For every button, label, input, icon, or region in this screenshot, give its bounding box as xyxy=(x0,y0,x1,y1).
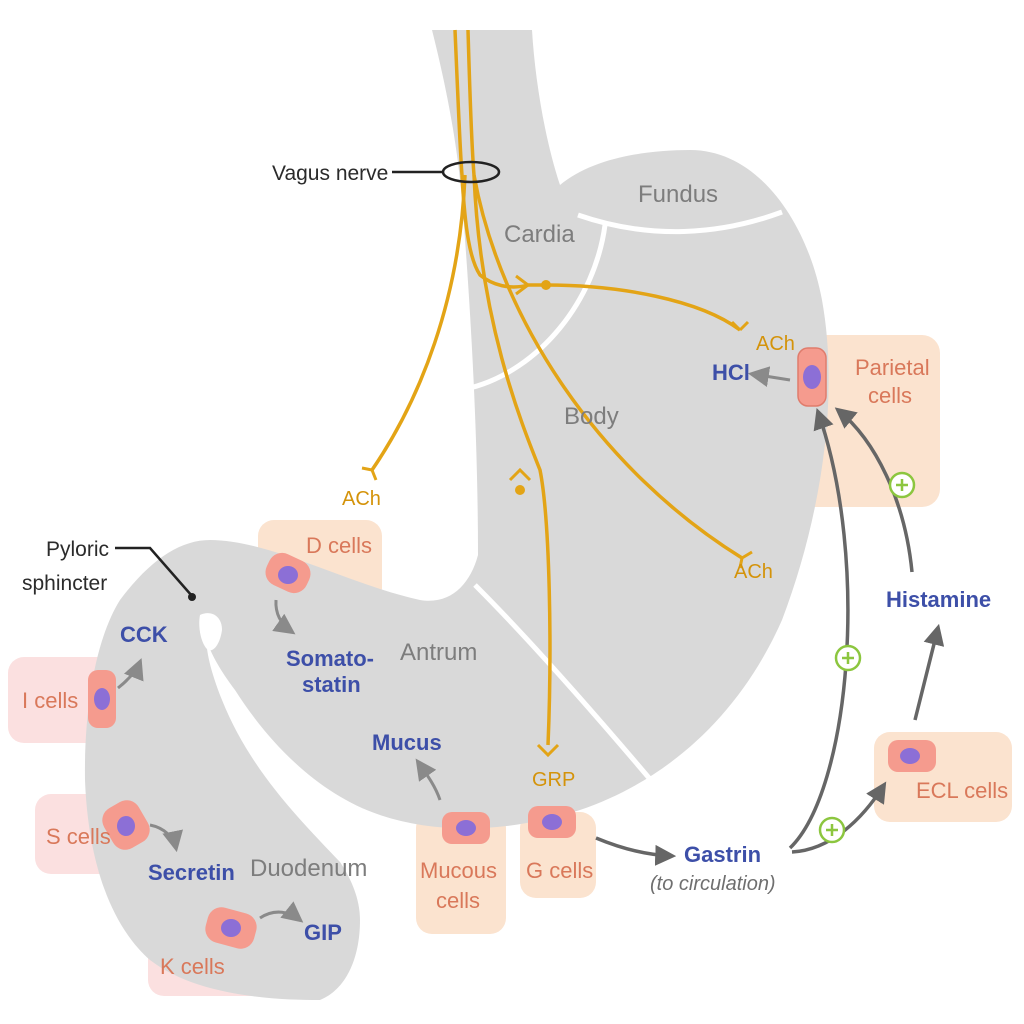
d-cell xyxy=(265,552,311,594)
pyloric-label-line1: Pyloric xyxy=(46,538,109,561)
parietal-cells-label-1: Parietal xyxy=(855,355,930,380)
gip-label: GIP xyxy=(304,920,342,945)
vagus-nerve-label: Vagus nerve xyxy=(272,162,388,185)
nerve-terminals xyxy=(361,274,753,758)
s-cells-label: S cells xyxy=(46,824,111,849)
i-cells-label: I cells xyxy=(22,688,78,713)
stomach-shape xyxy=(84,30,829,1000)
mucous-cells-label-1: Mucous xyxy=(420,858,497,883)
parietal-cell xyxy=(797,347,827,407)
gastrin-note-label: (to circulation) xyxy=(650,873,776,895)
g-cells-label: G cells xyxy=(526,858,593,883)
pyloric-callout-line xyxy=(115,546,193,597)
synapse-dot-cardia xyxy=(541,280,551,290)
grp-label: GRP xyxy=(532,769,575,791)
mucous-cell xyxy=(442,812,490,844)
antrum-divider xyxy=(473,583,657,787)
pyloric-label-line2: sphincter xyxy=(22,572,107,595)
fundus-divider xyxy=(577,209,783,235)
gastrin-label: Gastrin xyxy=(684,842,761,867)
i-cell xyxy=(88,670,116,728)
parietal-cells-label-2: cells xyxy=(868,383,912,408)
fundus-label: Fundus xyxy=(638,181,718,208)
s-cell xyxy=(102,800,150,850)
g-cell xyxy=(528,806,576,838)
k-cells-label: K cells xyxy=(160,954,225,979)
antrum-label: Antrum xyxy=(400,639,477,666)
cardia-divider xyxy=(469,224,608,391)
mucous-cells-label-2: cells xyxy=(436,888,480,913)
cardia-label: Cardia xyxy=(504,221,575,248)
stimulate-plus-1 xyxy=(888,471,916,499)
somatostatin-label-2: statin xyxy=(302,672,361,697)
ach-body-label: ACh xyxy=(734,561,773,583)
secretin-label: Secretin xyxy=(148,860,235,885)
ach-antrum-label: ACh xyxy=(342,488,381,510)
mucus-label: Mucus xyxy=(372,730,442,755)
stimulate-plus-2 xyxy=(834,644,862,672)
duodenum-label: Duodenum xyxy=(250,855,367,882)
vagus-nerve-fibers xyxy=(370,29,743,746)
pyloric-callout-dot xyxy=(188,593,196,601)
d-cells-label: D cells xyxy=(306,533,372,558)
somatostatin-label-1: Somato- xyxy=(286,646,374,671)
ecl-cells-label: ECL cells xyxy=(916,778,1008,803)
synapse-dot-body xyxy=(515,485,525,495)
pyloric-notch xyxy=(199,613,222,651)
ach-parietal-label: ACh xyxy=(756,333,795,355)
secretion-arrows xyxy=(117,366,791,923)
histamine-label: Histamine xyxy=(886,587,991,612)
ecl-cell xyxy=(888,740,936,772)
body-label: Body xyxy=(564,403,619,430)
k-cell xyxy=(205,907,257,949)
hcl-label: HCl xyxy=(712,360,750,385)
stimulate-plus-3 xyxy=(818,816,846,844)
cck-label: CCK xyxy=(120,622,168,647)
